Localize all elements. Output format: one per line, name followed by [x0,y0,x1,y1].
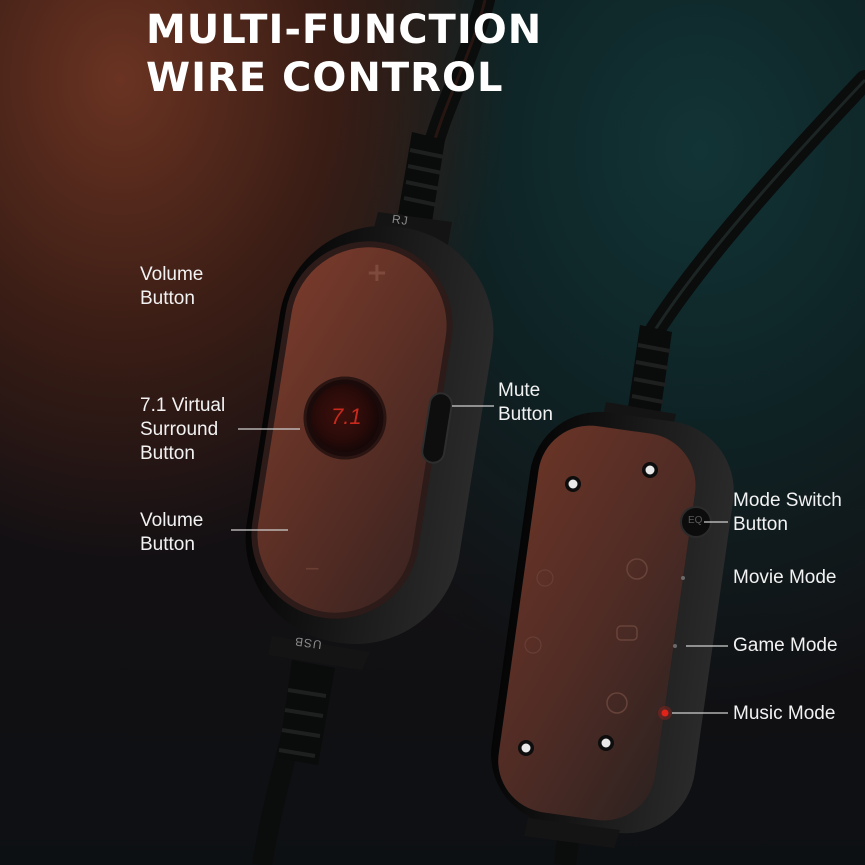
callout-volume-up: Volume Button [140,264,204,309]
minus-symbol[interactable]: − [304,556,321,580]
upper-bottom-strain-relief [278,660,335,765]
usb-connector-tab [268,636,370,670]
upper-controller [245,225,494,645]
callout-mute: Mute Button [498,380,553,425]
callout-lines [231,405,728,714]
title-line-1: MULTI-FUNCTION [146,7,543,53]
callout-game-mode: Game Mode [733,635,838,656]
surround-display-text[interactable]: 7.1 [331,404,362,429]
callout-surround: 7.1 Virtual Surround Button [140,395,226,464]
rj-connector-text: RJ [391,211,410,229]
page-title: MULTI-FUNCTION WIRE CONTROL [146,6,542,102]
plus-symbol[interactable]: + [366,258,388,288]
lower-cable-top [645,70,865,340]
callout-music-mode: Music Mode [733,703,836,724]
lower-controller [491,411,734,848]
callout-movie-mode: Movie Mode [733,567,837,588]
mode-button-text[interactable]: EQ [688,515,703,526]
title-line-2: WIRE CONTROL [146,55,504,101]
upper-strain-relief [398,132,445,222]
callout-mode-switch: Mode Switch Button [733,490,842,535]
callout-volume-down: Volume Button [140,510,204,555]
